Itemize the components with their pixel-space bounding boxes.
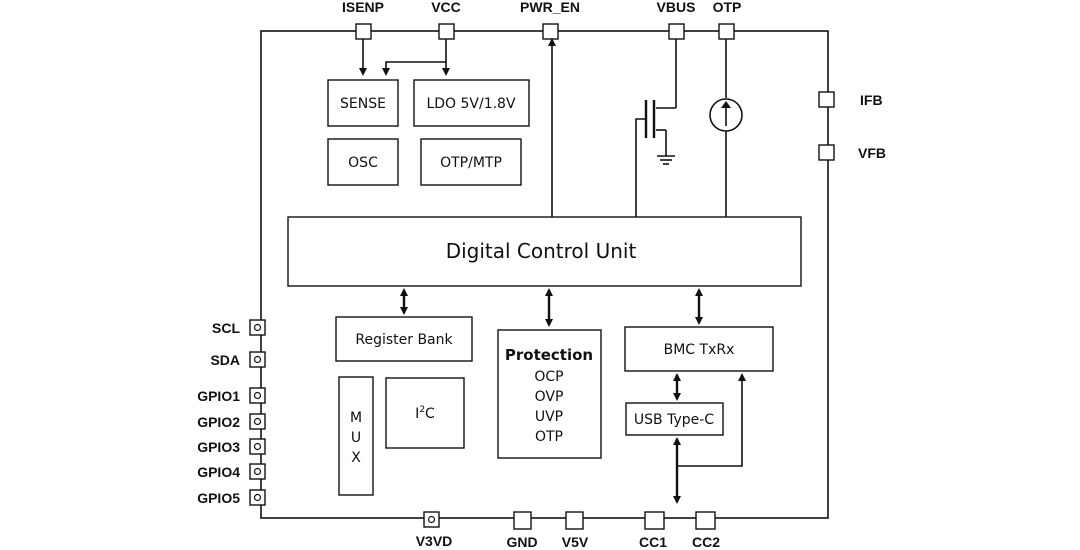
pin-ifb-label: IFB bbox=[860, 92, 883, 108]
pin-vbus-label: VBUS bbox=[657, 0, 696, 15]
usb-typec-block: USB Type-C bbox=[625, 402, 724, 436]
pin-cc1-label: CC1 bbox=[639, 534, 667, 550]
pin-scl: SCL bbox=[212, 319, 266, 336]
pin-vbus: VBUS bbox=[657, 0, 696, 40]
protection-item-ovp: OVP bbox=[535, 389, 564, 405]
pin-v3vd: V3VD bbox=[416, 511, 453, 549]
protection-item-uvp: UVP bbox=[535, 409, 563, 425]
pin-v5v-label: V5V bbox=[562, 534, 589, 550]
mux-block: M U X bbox=[338, 376, 374, 496]
protection-block: Protection OCP OVP UVP OTP bbox=[497, 329, 602, 459]
current-source-icon bbox=[709, 39, 743, 217]
osc-label: OSC bbox=[348, 155, 378, 171]
pin-isenp: ISENP bbox=[342, 0, 384, 40]
pin-v3vd-label: V3VD bbox=[416, 533, 453, 549]
pin-vfb-label: VFB bbox=[858, 145, 886, 161]
register-bank-block: Register Bank bbox=[335, 316, 473, 362]
pin-vcc: VCC bbox=[431, 0, 461, 40]
register-bank-label: Register Bank bbox=[355, 332, 453, 348]
pin-scl-label: SCL bbox=[212, 320, 240, 336]
sense-block: SENSE bbox=[327, 79, 399, 127]
i2c-base: I bbox=[415, 406, 419, 422]
sense-label: SENSE bbox=[340, 96, 386, 112]
mux-letter-m: M bbox=[350, 410, 362, 426]
cc-wiring bbox=[673, 373, 746, 504]
protection-title: Protection bbox=[505, 346, 593, 364]
protection-item-otp: OTP bbox=[535, 429, 563, 445]
mux-letter-u: U bbox=[351, 430, 361, 446]
pin-gpio3: GPIO3 bbox=[197, 438, 266, 455]
pin-gpio2-label: GPIO2 bbox=[197, 414, 240, 430]
sense-ldo-wiring bbox=[359, 39, 450, 76]
ldo-block: LDO 5V/1.8V bbox=[413, 79, 530, 127]
pin-sda-label: SDA bbox=[210, 352, 240, 368]
dcu-label: Digital Control Unit bbox=[446, 239, 637, 263]
pin-cc1: CC1 bbox=[639, 511, 667, 550]
osc-block: OSC bbox=[327, 138, 399, 186]
pin-gpio5: GPIO5 bbox=[197, 489, 266, 506]
pin-vcc-label: VCC bbox=[431, 0, 461, 15]
i2c-label: I2C bbox=[415, 405, 435, 422]
pin-gpio3-label: GPIO3 bbox=[197, 439, 240, 455]
i2c-tail: C bbox=[425, 406, 435, 422]
pin-ifb: IFB bbox=[818, 91, 883, 108]
bmc-txrx-label: BMC TxRx bbox=[664, 342, 735, 358]
pin-cc2: CC2 bbox=[692, 511, 720, 550]
pin-sda: SDA bbox=[210, 351, 266, 368]
pin-pwr-en-label: PWR_EN bbox=[520, 0, 580, 15]
pin-gpio5-label: GPIO5 bbox=[197, 490, 240, 506]
bmc-txrx-block: BMC TxRx bbox=[624, 326, 774, 372]
protection-item-ocp: OCP bbox=[534, 369, 563, 385]
pin-otp-label: OTP bbox=[713, 0, 742, 15]
digital-control-unit: Digital Control Unit bbox=[287, 216, 802, 287]
mosfet-icon bbox=[635, 39, 677, 217]
pin-gnd-label: GND bbox=[506, 534, 537, 550]
pin-gpio1-label: GPIO1 bbox=[197, 388, 240, 404]
pin-gnd: GND bbox=[506, 511, 538, 550]
ldo-label: LDO 5V/1.8V bbox=[426, 96, 516, 112]
pin-v5v: V5V bbox=[562, 511, 589, 550]
pin-vfb: VFB bbox=[818, 144, 886, 161]
pin-isenp-label: ISENP bbox=[342, 0, 384, 15]
pin-gpio1: GPIO1 bbox=[197, 387, 266, 404]
pin-cc2-label: CC2 bbox=[692, 534, 720, 550]
usb-typec-label: USB Type-C bbox=[634, 412, 714, 428]
pin-otp: OTP bbox=[713, 0, 742, 40]
mux-letter-x: X bbox=[351, 450, 361, 466]
i2c-block: I2C bbox=[385, 377, 465, 449]
pin-gpio4: GPIO4 bbox=[197, 463, 266, 480]
otp-mtp-block: OTP/MTP bbox=[420, 138, 522, 186]
otp-mtp-label: OTP/MTP bbox=[440, 155, 502, 171]
pin-gpio2: GPIO2 bbox=[197, 413, 266, 430]
pin-gpio4-label: GPIO4 bbox=[197, 464, 240, 480]
i2c-superscript: 2 bbox=[419, 405, 425, 415]
pin-pwr-en: PWR_EN bbox=[520, 0, 580, 40]
